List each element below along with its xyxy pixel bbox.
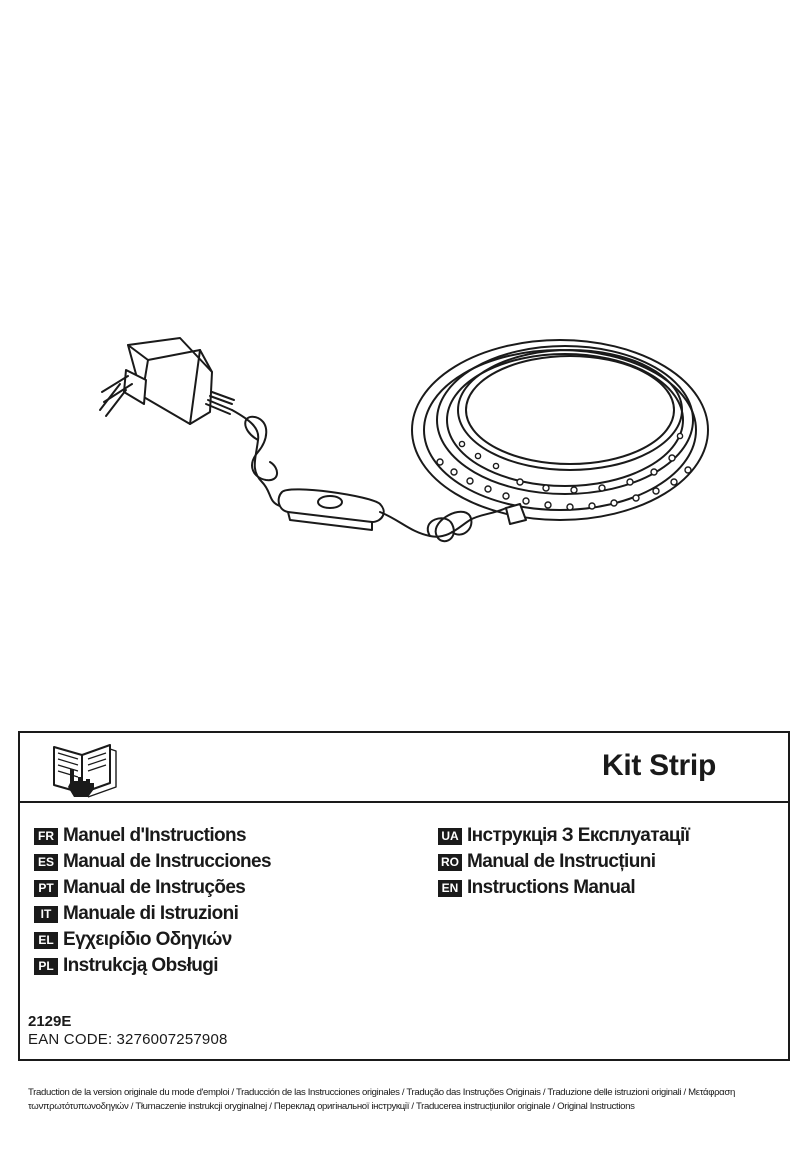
language-manual-title: Manual de Instrucciones (63, 851, 272, 872)
language-item: IT Manuale di Istruzioni (34, 901, 271, 927)
panel-header: Kit Strip (20, 733, 788, 803)
language-item: EN Instructions Manual (438, 875, 689, 901)
language-manual-title: Інструкція З Експлуатації (467, 825, 690, 846)
language-list-right: UA Інструкція З Експлуатації RO Manual d… (438, 823, 690, 901)
language-code-badge: PT (34, 879, 58, 897)
language-code-badge: ES (34, 853, 58, 871)
language-manual-title: Manual de Instrucțiuni (467, 851, 656, 872)
language-item: RO Manual de Instrucțiuni (438, 849, 689, 875)
ean-value: 3276007257908 (116, 1031, 228, 1048)
inline-switch-icon (277, 488, 385, 531)
language-item: FR Manuel d'Instructions (34, 823, 271, 849)
language-code-badge: RO (438, 853, 462, 871)
language-manual-title: Instructions Manual (467, 877, 636, 898)
language-code-badge: UA (438, 827, 462, 845)
language-manual-title: Manuel d'Instructions (63, 825, 247, 846)
language-code-badge: PL (34, 957, 58, 975)
language-code-badge: FR (34, 827, 58, 845)
translations-note: Traduction de la version originale du mo… (28, 1087, 735, 1112)
language-manual-title: Manuale di Istruzioni (63, 903, 239, 924)
language-manual-title: Instrukcją Obsługi (63, 955, 219, 976)
language-code-badge: EL (34, 931, 58, 949)
ean-code: EAN CODE: 3276007257908 (28, 1031, 228, 1048)
product-code: 2129E (28, 1013, 72, 1030)
language-code-badge: IT (34, 905, 58, 923)
language-list-left: FR Manuel d'Instructions ES Manual de In… (34, 823, 272, 979)
led-strip-kit-illustration (99, 337, 709, 543)
ean-label: EAN CODE: (28, 1031, 113, 1048)
product-title: Kit Strip (602, 749, 716, 782)
language-item: EL Εγχειρίδιο Οδηγιών (34, 927, 271, 953)
manual-book-hand-icon (53, 744, 117, 798)
manual-cover-panel: Kit Strip FR Manuel d'Instructions ES Ma… (18, 731, 790, 1061)
language-manual-title: Εγχειρίδιο Οδηγιών (63, 929, 232, 950)
language-item: PT Manual de Instruções (34, 875, 271, 901)
language-code-badge: EN (438, 879, 462, 897)
power-adapter-icon (99, 337, 235, 425)
led-strip-coil-icon (411, 339, 709, 525)
language-item: PL Instrukcją Obsługi (34, 953, 271, 979)
language-item: ES Manual de Instrucciones (34, 849, 272, 875)
language-manual-title: Manual de Instruções (63, 877, 246, 898)
led-dots (436, 432, 692, 511)
language-item: UA Інструкція З Експлуатації (438, 823, 690, 849)
